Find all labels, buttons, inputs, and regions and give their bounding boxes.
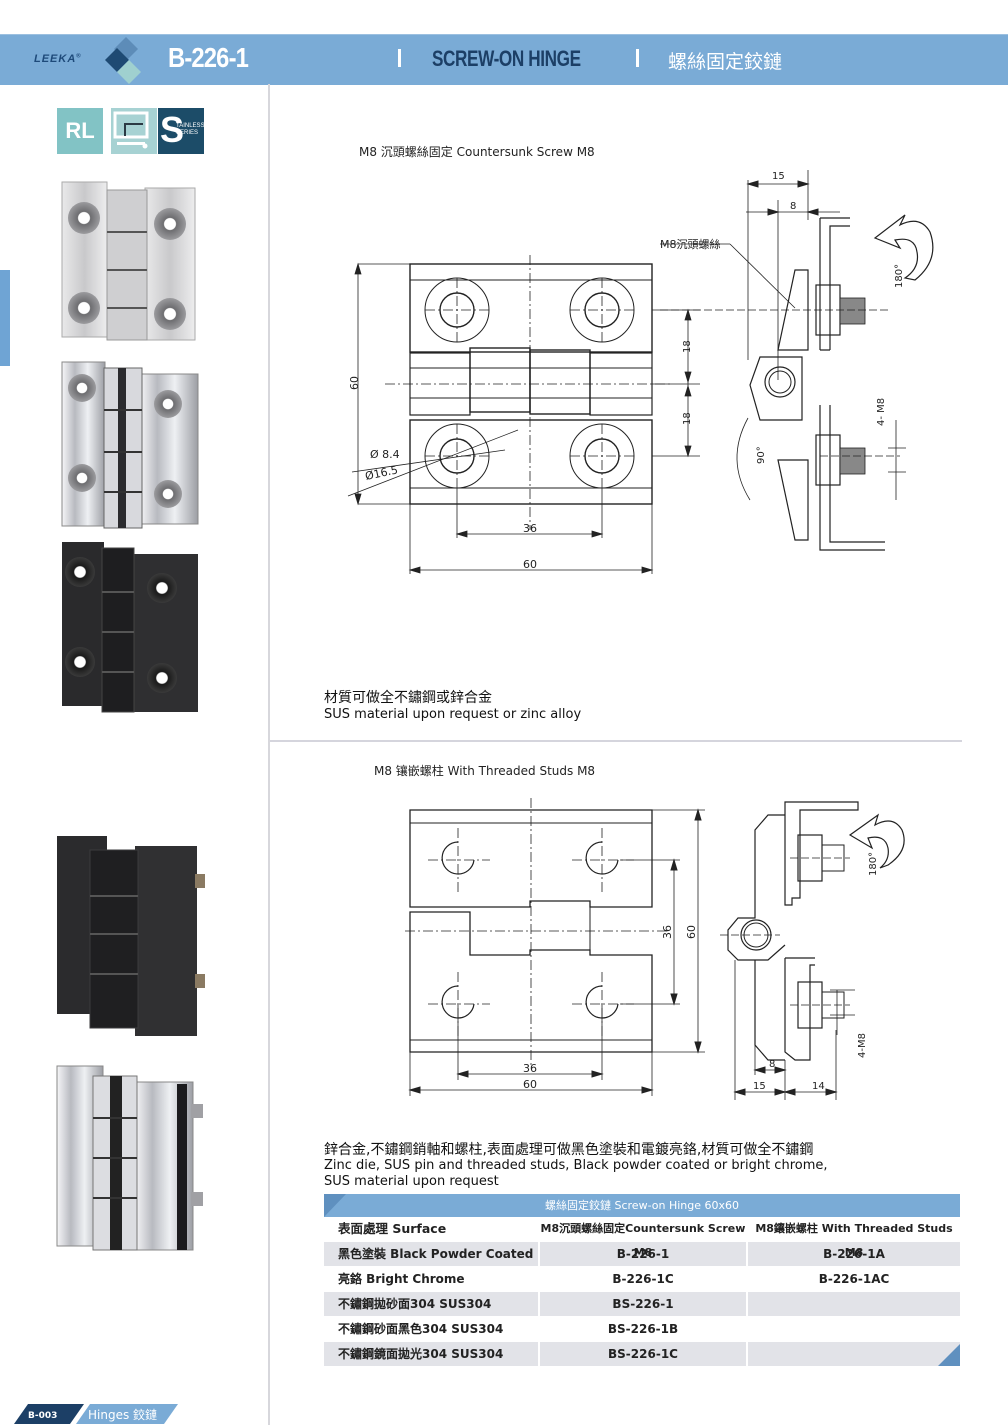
page-number: B-003: [28, 1411, 57, 1421]
dim-pitch-18a: 18: [682, 340, 693, 353]
product-photo-black-studs: [57, 836, 205, 1036]
dim-hole-spacing-v-36: 36: [661, 925, 674, 939]
countersunk-model-cell: BS-226-1B: [540, 1317, 748, 1341]
dim-side-15: 15: [772, 171, 785, 182]
dim-height-60: 60: [685, 925, 698, 939]
dim-side-14: 14: [812, 1081, 825, 1092]
countersunk-model-cell: BS-226-1C: [540, 1342, 748, 1366]
side-index-tab: [0, 270, 10, 366]
dim-width-60: 60: [523, 1078, 537, 1091]
product-photo-chrome: [61, 361, 199, 529]
surface-cell: 黑色塗裝 Black Powder Coated: [324, 1242, 540, 1266]
table-row: 亮鉻 Bright Chrome B-226-1C B-226-1AC: [324, 1267, 960, 1292]
footer-section-bg: [76, 1404, 178, 1424]
rl-badge: RL: [57, 108, 103, 154]
countersunk-model-cell: BS-226-1: [540, 1292, 748, 1316]
section1-note-zh: 材質可做全不鏽鋼或鋅合金: [324, 690, 492, 706]
screw-callout: M8沉頭螺絲: [660, 237, 721, 251]
section2-note-en-2: SUS material upon request: [324, 1174, 499, 1189]
dim-width-60: 60: [523, 558, 537, 571]
column-header-countersunk: M8沉頭螺絲固定Countersunk Screw M8: [540, 1217, 748, 1259]
dim-side-8: 8: [790, 201, 796, 212]
drawing-countersunk: 60 36 60 Ø 8.4 Ø16.5 18 18 15 8 M8沉頭螺絲 9…: [347, 170, 934, 574]
dim-counter-diameter: Ø16.5: [364, 463, 399, 483]
dim-thread-m8: 4- M8: [876, 398, 887, 426]
studs-model-cell: B-226-1A: [823, 1247, 885, 1261]
title-separator: [398, 49, 401, 67]
dim-hole-spacing-36: 36: [523, 522, 537, 535]
front-view-studs: [405, 798, 705, 1096]
frame-mount-badge: [111, 108, 157, 154]
product-photo-chrome-studs: [56, 1065, 203, 1251]
studs-model-cell: [748, 1292, 960, 1316]
header-band: LEEKA® B-226-1 SCREW-ON HINGE 螺絲固定鉸鏈: [0, 34, 1008, 85]
surface-cell: 不鏽鋼鏡面拋光304 SUS304: [324, 1342, 540, 1366]
title-separator: [636, 49, 639, 67]
table-title: 螺絲固定鉸鏈 Screw-on Hinge 60x60: [324, 1194, 960, 1217]
side-view-studs: [720, 801, 905, 1100]
dim-pitch-18b: 18: [682, 412, 693, 425]
table-corner-decoration: [938, 1344, 960, 1366]
brand-logo: LEEKA®: [34, 53, 82, 65]
frame-mount-icon: [113, 111, 149, 149]
stainless-s-letter: S: [160, 109, 185, 150]
table-row: 不鏽鋼拋砂面304 SUS304 BS-226-1: [324, 1292, 960, 1317]
countersunk-model-cell: B-226-1: [540, 1242, 748, 1266]
studs-model-cell: [748, 1342, 960, 1366]
front-view: [385, 255, 700, 530]
dim-angle-90: 90°: [756, 446, 767, 464]
section1-note-en: SUS material upon request or zinc alloy: [324, 707, 582, 722]
table-row: 黑色塗裝 Black Powder Coated B-226-1 B-226-1…: [324, 1242, 960, 1267]
table-row: 不鏽鋼砂面黑色304 SUS304 BS-226-1B: [324, 1317, 960, 1342]
column-divider: [268, 84, 270, 1425]
registered-mark: ®: [76, 53, 82, 60]
product-photo-satin: [61, 181, 196, 341]
front-dimensions: [347, 262, 692, 574]
model-table: 螺絲固定鉸鏈 Screw-on Hinge 60x60 表面處理 Surface…: [324, 1194, 960, 1367]
table-header-row: 表面處理 Surface M8沉頭螺絲固定Countersunk Screw M…: [324, 1217, 960, 1259]
surface-cell: 亮鉻 Bright Chrome: [324, 1267, 540, 1291]
studs-model-cell: B-226-1AC: [818, 1272, 890, 1286]
surface-cell: 不鏽鋼拋砂面304 SUS304: [324, 1292, 540, 1316]
footer-page-bg: [14, 1404, 84, 1424]
side-view: [660, 170, 934, 551]
surface-cell: 不鏽鋼砂面黑色304 SUS304: [324, 1317, 540, 1341]
dim-angle-180: 180°: [894, 264, 905, 288]
dim-side-8: 8: [769, 1059, 775, 1070]
column-header-studs: M8鑲嵌螺柱 With Threaded Studs M8: [755, 1222, 953, 1259]
dim-hole-diameter: Ø 8.4: [370, 448, 400, 461]
dim-side-15: 15: [753, 1081, 766, 1092]
section-name: Hinges 鉸鏈: [88, 1407, 157, 1422]
page-title: SCREW-ON HINGE: [432, 46, 581, 71]
studs-model-cell: [748, 1317, 960, 1341]
footer-tab: B-003 Hinges 鉸鏈: [14, 1404, 178, 1424]
dim-angle-180: 180°: [868, 852, 879, 876]
table-row: 不鏽鋼鏡面拋光304 SUS304 BS-226-1C: [324, 1342, 960, 1367]
logo-diamonds-icon: [105, 37, 141, 84]
section2-caption: M8 镶嵌螺柱 With Threaded Studs M8: [374, 764, 596, 778]
brand-name: LEEKA: [34, 53, 77, 65]
section2-note-zh: 鋅合金,不鏽鋼銷軸和螺柱,表面處理可做黑色塗裝和電鍍亮鉻,材質可做全不鏽鋼: [324, 1142, 814, 1158]
series-text: SERIES: [176, 130, 199, 136]
column-header-surface: 表面處理 Surface: [324, 1217, 540, 1241]
model-number: B-226-1: [168, 42, 249, 73]
page-title-zh: 螺絲固定鉸鏈: [668, 51, 783, 73]
product-photo-black: [62, 542, 198, 713]
drawing-threaded-studs: 36 60 36 60 8 15 14 180° 4-M8: [405, 798, 905, 1100]
stainless-text: TAINLESS: [176, 123, 205, 129]
dim-height-60: 60: [348, 376, 361, 390]
section1-caption: M8 沉頭螺絲固定 Countersunk Screw M8: [359, 145, 595, 159]
section2-note-en-1: Zinc die, SUS pin and threaded studs, Bl…: [324, 1158, 828, 1173]
dim-thread-m8: 4-M8: [857, 1033, 868, 1058]
countersunk-model-cell: B-226-1C: [540, 1267, 748, 1291]
dim-hole-spacing-h-36: 36: [523, 1062, 537, 1075]
section-divider: [270, 740, 962, 742]
